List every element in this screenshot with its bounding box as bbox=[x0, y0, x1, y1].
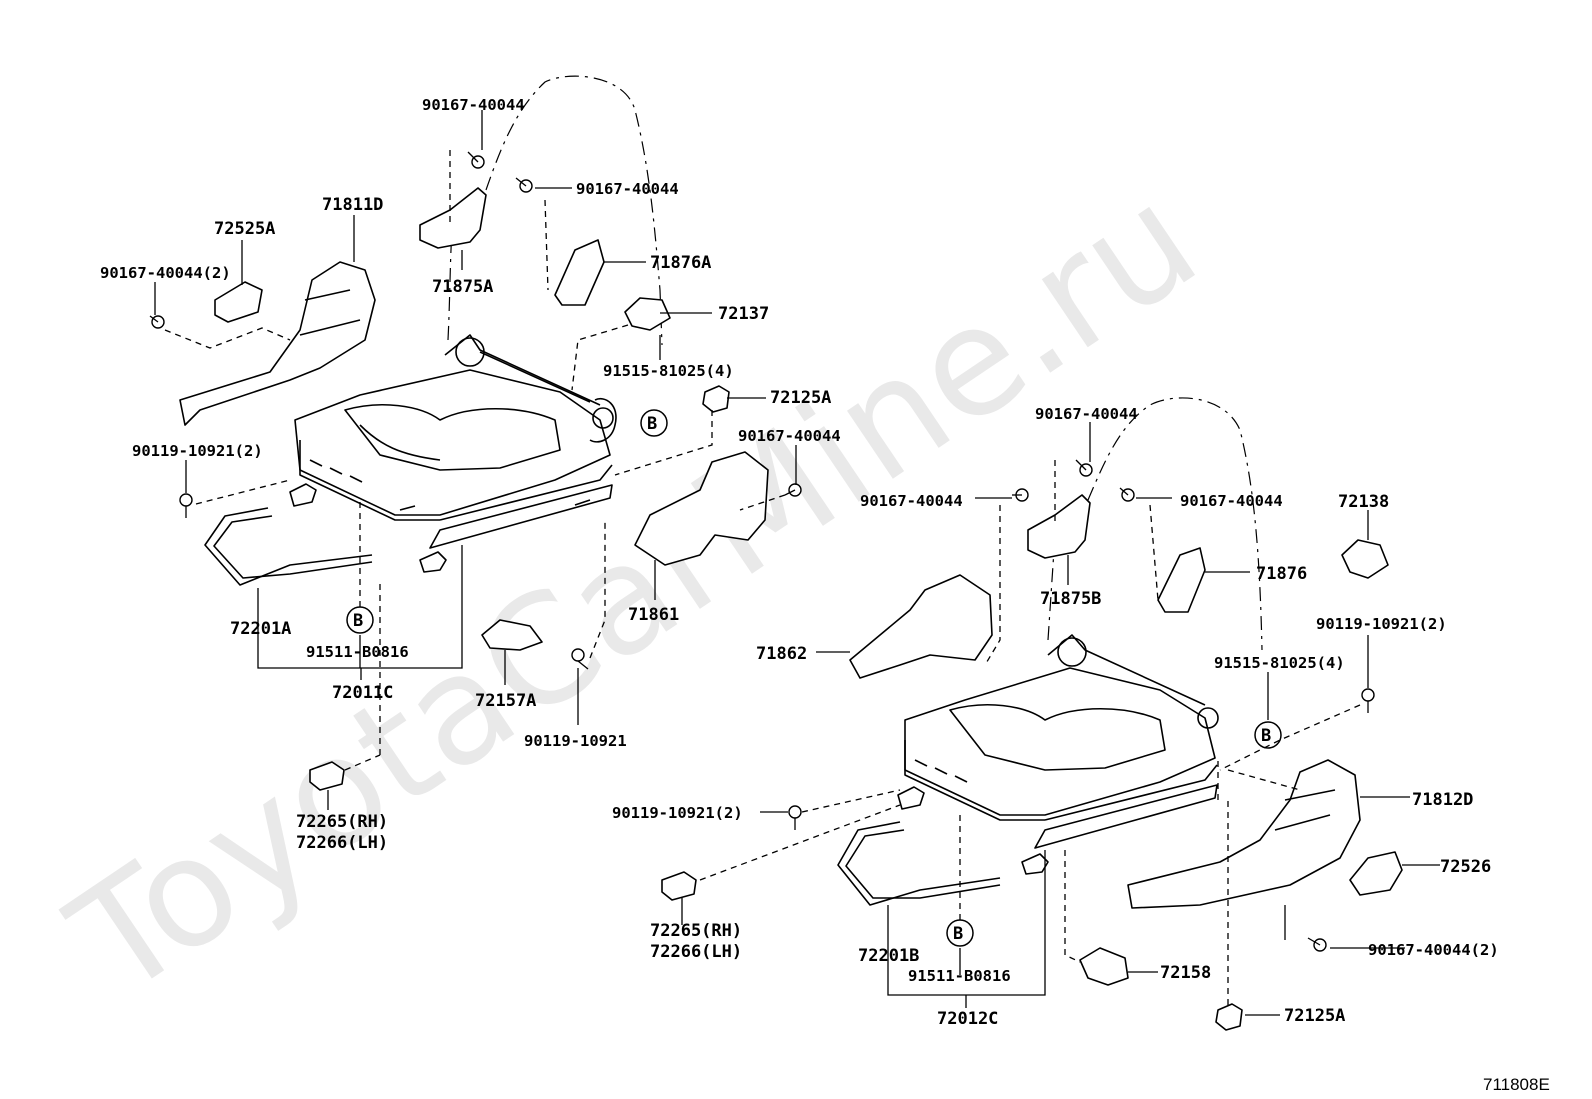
label-72201a: 72201A bbox=[230, 619, 291, 639]
part-72157a bbox=[481, 619, 543, 651]
label-91511-b0816: 91511-B0816 bbox=[306, 643, 409, 661]
part-labels: 90167-40044 90167-40044 71811D 72525A 90… bbox=[100, 96, 1499, 1029]
label-90167-40044: 90167-40044 bbox=[422, 96, 525, 114]
right-seat-assembly: B B bbox=[661, 397, 1440, 1031]
label-90119-10921: 90119-10921 bbox=[524, 732, 627, 750]
part-72138 bbox=[1341, 539, 1389, 579]
label-72266-lh: 72266(LH) bbox=[650, 942, 742, 962]
label-91515-81025-4: 91515-81025(4) bbox=[1214, 654, 1345, 672]
label-90119-10921-2: 90119-10921(2) bbox=[132, 442, 263, 460]
diagram-code: 711808E bbox=[1483, 1075, 1550, 1094]
left-seat-assembly: B B bbox=[149, 75, 802, 810]
label-90167-40044: 90167-40044 bbox=[1035, 405, 1138, 423]
label-91515-81025-4: 91515-81025(4) bbox=[603, 362, 734, 380]
label-71812d: 71812D bbox=[1412, 790, 1473, 810]
cover-72525a bbox=[214, 281, 263, 323]
part-72158 bbox=[1079, 947, 1129, 986]
label-90167-40044: 90167-40044 bbox=[576, 180, 679, 198]
label-72265-rh: 72265(RH) bbox=[650, 921, 742, 941]
seat-cushion-shield-71812d bbox=[1127, 759, 1361, 909]
label-72266-lh: 72266(LH) bbox=[296, 833, 388, 853]
ref-b-marker: B bbox=[647, 414, 657, 434]
seat-cushion-shield-71811d bbox=[179, 261, 376, 426]
label-90167-40044: 90167-40044 bbox=[860, 492, 963, 510]
bolt-icon bbox=[788, 459, 1375, 952]
ref-b-marker: B bbox=[353, 611, 363, 631]
label-71875b: 71875B bbox=[1040, 589, 1101, 609]
bracket-71875a bbox=[419, 187, 487, 249]
label-90167-40044-2: 90167-40044(2) bbox=[1368, 941, 1499, 959]
side-shield-71861 bbox=[634, 451, 769, 566]
label-72012c: 72012C bbox=[937, 1009, 998, 1029]
label-72158: 72158 bbox=[1160, 963, 1211, 983]
switch-72265-right bbox=[661, 871, 697, 901]
label-72526: 72526 bbox=[1440, 857, 1491, 877]
label-72011c: 72011C bbox=[332, 683, 393, 703]
label-72157a: 72157A bbox=[475, 691, 536, 711]
bracket-71875b bbox=[1027, 494, 1091, 559]
label-72125a: 72125A bbox=[1284, 1006, 1345, 1026]
switch-72265-left bbox=[309, 761, 345, 791]
bracket-71876a bbox=[554, 239, 605, 306]
lock-72125a-right bbox=[1215, 1003, 1243, 1031]
bolt-icon bbox=[149, 151, 802, 670]
label-71876a: 71876A bbox=[650, 253, 711, 273]
side-shield-71862 bbox=[849, 574, 993, 679]
left-seat-frame bbox=[289, 334, 617, 573]
rod-72201a bbox=[204, 507, 373, 586]
label-72201b: 72201B bbox=[858, 946, 919, 966]
cover-72526 bbox=[1349, 851, 1403, 896]
part-72137 bbox=[624, 297, 671, 331]
label-91511-b0816: 91511-B0816 bbox=[908, 967, 1011, 985]
label-71861: 71861 bbox=[628, 605, 679, 625]
label-72525a: 72525A bbox=[214, 219, 275, 239]
label-72125a: 72125A bbox=[770, 388, 831, 408]
label-71862: 71862 bbox=[756, 644, 807, 664]
label-71811d: 71811D bbox=[322, 195, 383, 215]
ref-b-marker: B bbox=[1261, 726, 1271, 746]
label-90167-40044: 90167-40044 bbox=[738, 427, 841, 445]
label-72265-rh: 72265(RH) bbox=[296, 812, 388, 832]
label-90119-10921-2: 90119-10921(2) bbox=[1316, 615, 1447, 633]
label-90167-40044-2: 90167-40044(2) bbox=[100, 264, 231, 282]
right-seat-frame bbox=[897, 634, 1219, 875]
label-71875a: 71875A bbox=[432, 277, 493, 297]
label-72138: 72138 bbox=[1338, 492, 1389, 512]
label-90167-40044: 90167-40044 bbox=[1180, 492, 1283, 510]
left-seatback-outline bbox=[485, 75, 663, 346]
bracket-71876 bbox=[1157, 547, 1206, 613]
ref-b-marker: B bbox=[953, 924, 963, 944]
rod-72201b bbox=[837, 821, 1001, 906]
lock-72125a-left bbox=[702, 385, 730, 413]
label-71876: 71876 bbox=[1256, 564, 1307, 584]
label-72137: 72137 bbox=[718, 304, 769, 324]
right-seatback-outline bbox=[1087, 397, 1263, 651]
label-90119-10921-2: 90119-10921(2) bbox=[612, 804, 743, 822]
